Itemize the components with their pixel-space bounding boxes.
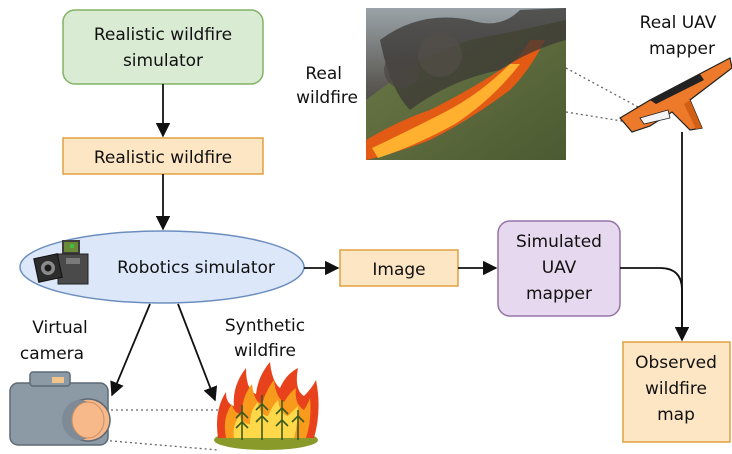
virtual-camera-line1: Virtual [32,318,88,338]
simulated-mapper-node: Simulated UAV mapper [497,220,621,317]
real-wildfire-line2: wildfire [296,88,358,108]
uav-drone-icon [619,57,732,133]
arrow-robotics-to-fire [177,303,218,402]
simulator-label-line2: simulator [123,51,203,71]
observed-map-line2: wildfire [645,379,707,399]
camera-icon [9,371,111,446]
image-node: Image [339,249,459,287]
real-uav-line1: Real UAV [640,13,717,33]
simulator-label-line1: Realistic wildfire [94,25,232,45]
realistic-wildfire-label: Realistic wildfire [94,148,232,168]
image-label: Image [372,260,425,280]
simulator-node: Realistic wildfire simulator [62,9,264,85]
real-uav-line2: mapper [649,39,715,59]
robot-camera-icon [33,240,89,285]
real-wildfire-line1: Real [305,64,342,84]
arrows [110,84,690,402]
synthetic-wildfire-line2: wildfire [234,341,296,361]
arrow-robotics-to-camera [110,303,151,397]
robotics-simulator-label: Robotics simulator [117,258,275,278]
robotics-simulator-node: Robotics simulator [19,230,305,304]
synthetic-wildfire-line1: Synthetic [225,316,305,336]
wildfire-photo [366,8,566,160]
dotted-connectors [99,67,641,451]
observed-map-line1: Observed [635,353,717,373]
simulated-mapper-line1: Simulated [516,232,602,252]
arrow-mapper-to-map [620,267,690,342]
realistic-wildfire-node: Realistic wildfire [62,137,264,175]
simulated-mapper-line2: UAV [542,258,577,278]
observed-map-node: Observed wildfire map [622,341,731,443]
observed-map-line3: map [657,405,695,425]
virtual-camera-line2: camera [20,344,84,364]
synthetic-fire-icon [214,362,319,450]
simulated-mapper-line3: mapper [526,284,592,304]
